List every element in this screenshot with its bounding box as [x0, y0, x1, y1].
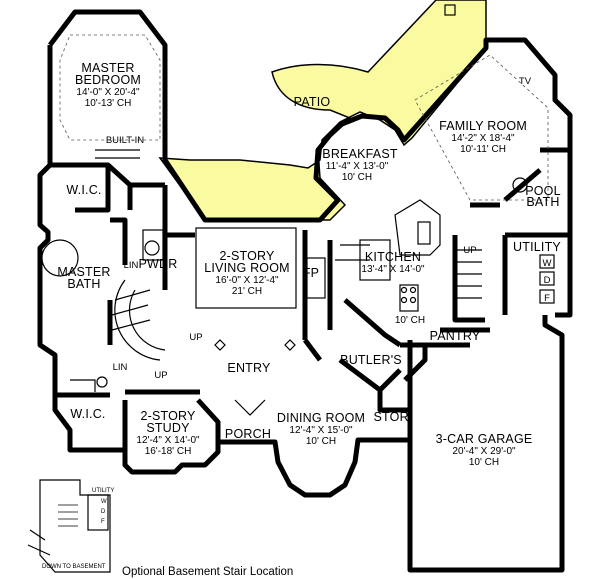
tv-label: TV — [519, 76, 532, 87]
stair-up-main-label: UP — [189, 332, 202, 343]
breakfast-ceiling: 10' CH — [342, 172, 372, 183]
butlers-label: BUTLER'S — [340, 353, 402, 367]
storage-label: STOR. — [374, 410, 413, 424]
master-bedroom-ceiling: 10'-13' CH — [85, 98, 132, 109]
master-bedroom-label-2: BEDROOM — [75, 73, 141, 87]
built-in-label: BUILT-IN — [106, 135, 144, 146]
living-room-ceiling: 21' CH — [232, 286, 262, 297]
study-ceiling: 16'-18' CH — [145, 446, 192, 457]
inset-basement-label: DOWN TO BASEMENT — [42, 564, 106, 570]
pantry-label: PANTRY — [430, 329, 481, 343]
lin-lower-label: LIN — [113, 362, 128, 373]
fireplace-label: FP — [303, 266, 319, 280]
dining-room-label: DINING ROOM — [277, 411, 365, 425]
garage-label: 3-CAR GARAGE — [436, 432, 533, 446]
inset-diagram — [27, 479, 111, 573]
living-room-dims: 16'-0" X 12'-4" — [215, 275, 279, 286]
wic-lower-label: W.I.C. — [70, 407, 105, 421]
breakfast-dims: 11'-4" X 13'-0" — [326, 161, 389, 172]
master-bedroom-label-1: MASTER — [81, 61, 134, 75]
dining-room-ceiling: 10' CH — [306, 436, 336, 447]
family-room-ceiling: 10'-11' CH — [460, 144, 506, 155]
wic-upper-label: W.I.C. — [66, 183, 101, 197]
living-room-label-1: 2-STORY — [219, 249, 275, 263]
entry-label: ENTRY — [227, 361, 271, 375]
master-bath-label-2: BATH — [67, 277, 100, 291]
family-room-label: FAMILY ROOM — [439, 119, 527, 133]
lin-upper-label: LIN — [124, 260, 139, 271]
garage-ceiling: 10' CH — [469, 457, 499, 468]
exterior-walls — [37, 9, 573, 573]
pwdr-label: PWDR — [139, 257, 178, 271]
kitchen-ceiling: 10' CH — [395, 315, 425, 326]
dryer-label: D — [544, 275, 551, 286]
freezer-label: F — [544, 293, 550, 304]
garage-dims: 20'-4" X 29'-0" — [452, 446, 516, 457]
washer-label: W — [543, 258, 552, 269]
caption: Optional Basement Stair Location — [122, 566, 293, 578]
pool-bath-label-2: BATH — [526, 195, 559, 209]
breakfast-label: BREAKFAST — [322, 147, 398, 161]
utility-label: UTILITY — [513, 240, 561, 254]
patio-area — [158, 0, 487, 221]
master-bedroom-dims: 14'-0" X 20'-4" — [76, 87, 140, 98]
porch-label: PORCH — [225, 427, 271, 441]
plan-details — [41, 4, 555, 416]
inset-utility-label: UTILITY — [92, 488, 114, 494]
inset-d-label: D — [101, 509, 106, 515]
patio-label: PATIO — [294, 95, 331, 109]
kitchen-label: KITCHEN — [365, 250, 421, 264]
family-room-dims: 14'-2" X 18'-4" — [451, 133, 515, 144]
inset-w-label: W — [101, 499, 107, 505]
master-bath-label-1: MASTER — [57, 265, 110, 279]
study-dims: 12'-4" X 14'-0" — [136, 435, 200, 446]
study-label-2: STUDY — [146, 421, 190, 435]
study-label-1: 2-STORY — [140, 409, 196, 423]
interior-walls — [50, 147, 570, 440]
stair-up-study-label: UP — [154, 370, 167, 381]
stair-up-right-label: UP — [463, 245, 476, 256]
inset-f-label: F — [101, 519, 105, 525]
dining-room-dims: 12'-4" X 15'-0" — [289, 425, 353, 436]
living-room-label-2: LIVING ROOM — [204, 261, 290, 275]
kitchen-dims: 13'-4" X 14'-0" — [361, 264, 425, 275]
pool-bath-label-1: POOL — [525, 184, 561, 198]
room-labels: MASTER BEDROOM 14'-0" X 20'-4" 10'-13' C… — [42, 61, 561, 578]
